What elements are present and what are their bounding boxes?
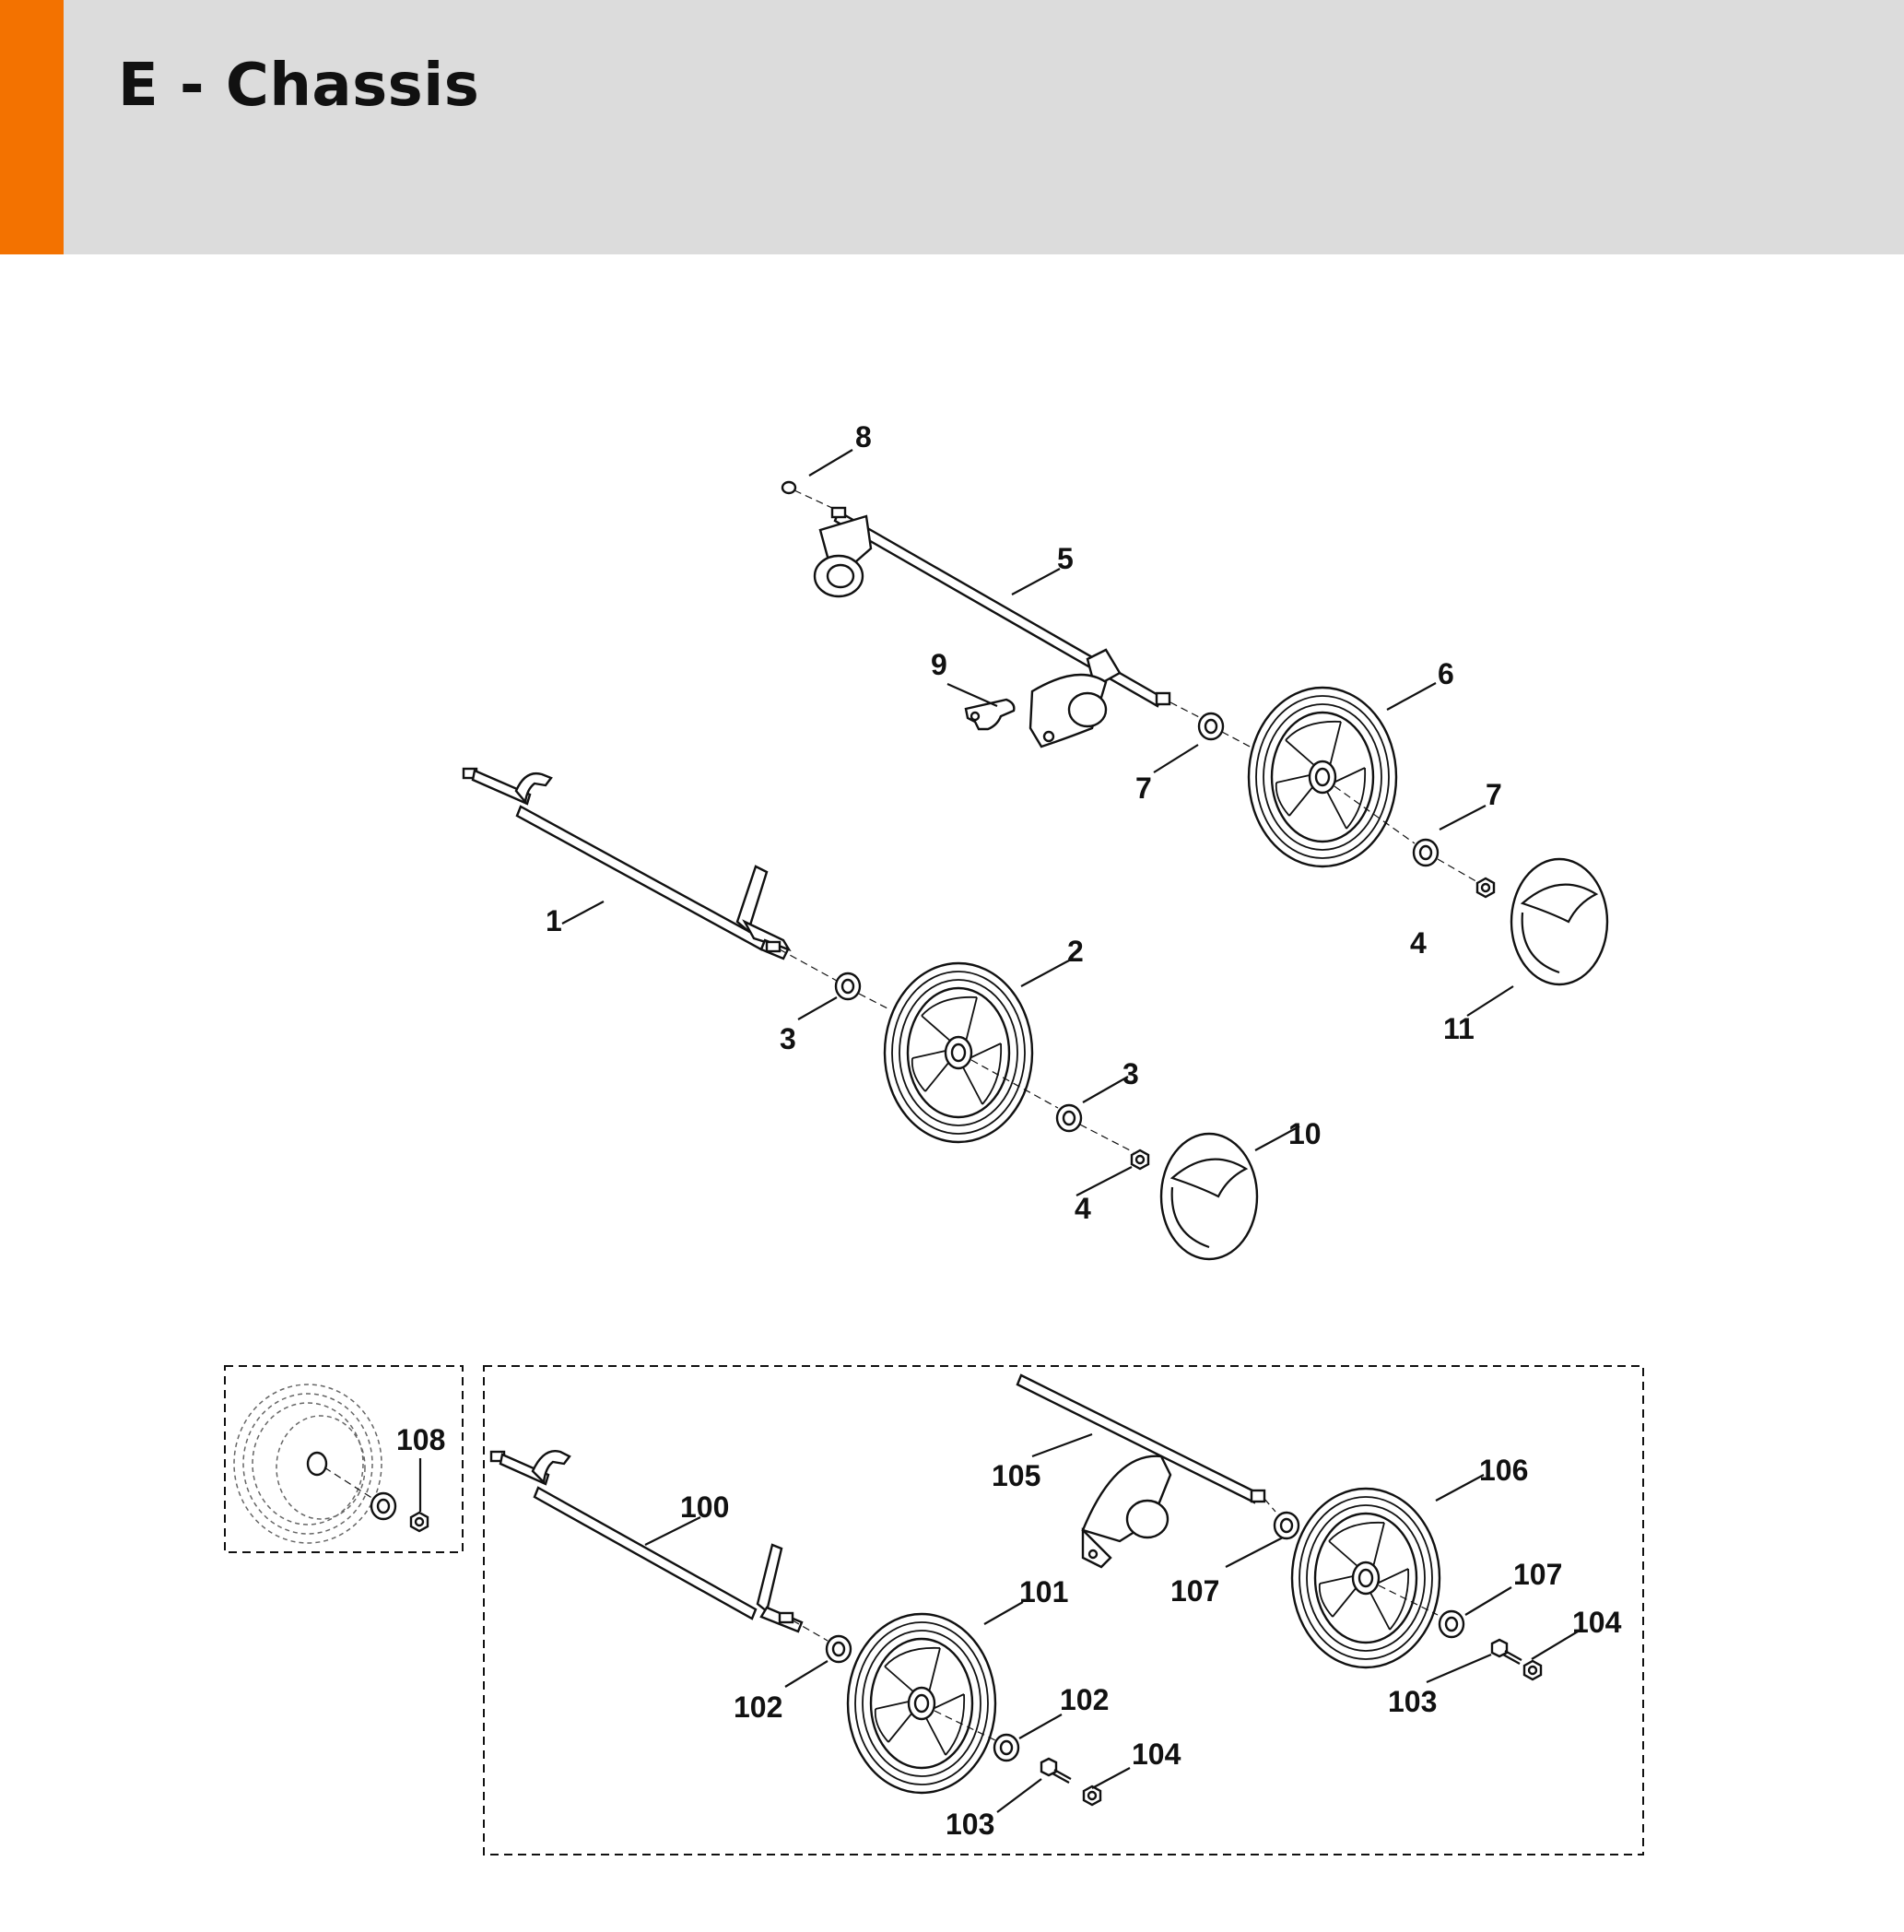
part-108-nut <box>409 1511 429 1533</box>
callout-108: 108 <box>396 1423 445 1456</box>
callout-9: 9 <box>931 648 947 681</box>
variant-box-108 <box>224 1365 464 1553</box>
part-107-bearing-outer <box>1438 1609 1465 1639</box>
callout-4-rear: 4 <box>1410 926 1427 960</box>
callout-3-outer: 3 <box>1122 1057 1139 1090</box>
lower-leader-lines <box>644 1432 1579 1813</box>
part-1-front-axle <box>462 767 792 960</box>
header-bar <box>0 0 1904 254</box>
callout-8: 8 <box>855 420 872 454</box>
callout-11: 11 <box>1443 1012 1475 1045</box>
part-108-bearing <box>370 1491 397 1521</box>
part-10-hubcap-front <box>1159 1132 1259 1261</box>
callout-5: 5 <box>1057 542 1074 575</box>
callout-10: 10 <box>1288 1117 1322 1150</box>
part-7-bearing-outer <box>1412 838 1440 867</box>
part-102-bearing-outer <box>993 1733 1020 1762</box>
callout-107-inner: 107 <box>1170 1574 1219 1608</box>
callout-106: 106 <box>1479 1454 1528 1487</box>
part-7-bearing-inner <box>1197 712 1225 741</box>
callout-100: 100 <box>680 1490 729 1524</box>
part-4-nut-front <box>1130 1149 1150 1171</box>
part-106-rear-wheel <box>1290 1487 1441 1669</box>
part-11-hubcap-rear <box>1510 857 1609 986</box>
part-8-ring <box>781 480 797 495</box>
part-104-bolt-rear <box>1522 1659 1543 1681</box>
part-100-front-axle <box>489 1450 804 1633</box>
part-107-bearing-inner <box>1273 1511 1300 1540</box>
callout-107-outer: 107 <box>1513 1558 1562 1591</box>
ghost-wheel-108 <box>233 1384 382 1544</box>
callout-6: 6 <box>1438 657 1454 690</box>
page-title: E - Chassis <box>118 52 480 120</box>
part-103-cap-rear <box>1490 1638 1523 1666</box>
callout-101: 101 <box>1019 1575 1068 1608</box>
callout-103-front: 103 <box>946 1808 994 1841</box>
callout-104-rear: 104 <box>1572 1606 1622 1639</box>
part-103-cap-front <box>1040 1757 1073 1785</box>
part-5-rear-axle <box>781 480 1171 748</box>
part-104-bolt-front <box>1082 1785 1102 1807</box>
callout-4-front: 4 <box>1075 1192 1091 1225</box>
callout-2: 2 <box>1067 935 1084 968</box>
part-2-front-wheel <box>883 961 1034 1144</box>
callout-102-inner: 102 <box>734 1690 782 1724</box>
callout-105: 105 <box>992 1459 1040 1492</box>
callout-7-inner: 7 <box>1135 772 1152 805</box>
callout-3-inner: 3 <box>780 1022 796 1055</box>
callout-7-outer: 7 <box>1486 778 1502 811</box>
callout-104-front: 104 <box>1132 1738 1181 1771</box>
callout-103-rear: 103 <box>1388 1685 1437 1718</box>
part-105-rear-axle <box>1016 1373 1266 1569</box>
part-6-rear-wheel <box>1247 686 1398 868</box>
header-accent-stripe <box>0 0 64 254</box>
upper-leader-lines <box>561 449 1514 1196</box>
part-3-bearing-inner <box>834 972 862 1001</box>
part-4-nut-rear <box>1475 877 1496 899</box>
variant-box-main <box>483 1365 1644 1855</box>
part-9-clip <box>964 698 1016 731</box>
part-101-front-wheel <box>846 1612 997 1795</box>
callout-102-outer: 102 <box>1060 1683 1109 1716</box>
part-3-bearing-outer <box>1055 1103 1083 1133</box>
callout-1: 1 <box>546 904 562 937</box>
part-102-bearing-inner <box>825 1634 852 1664</box>
